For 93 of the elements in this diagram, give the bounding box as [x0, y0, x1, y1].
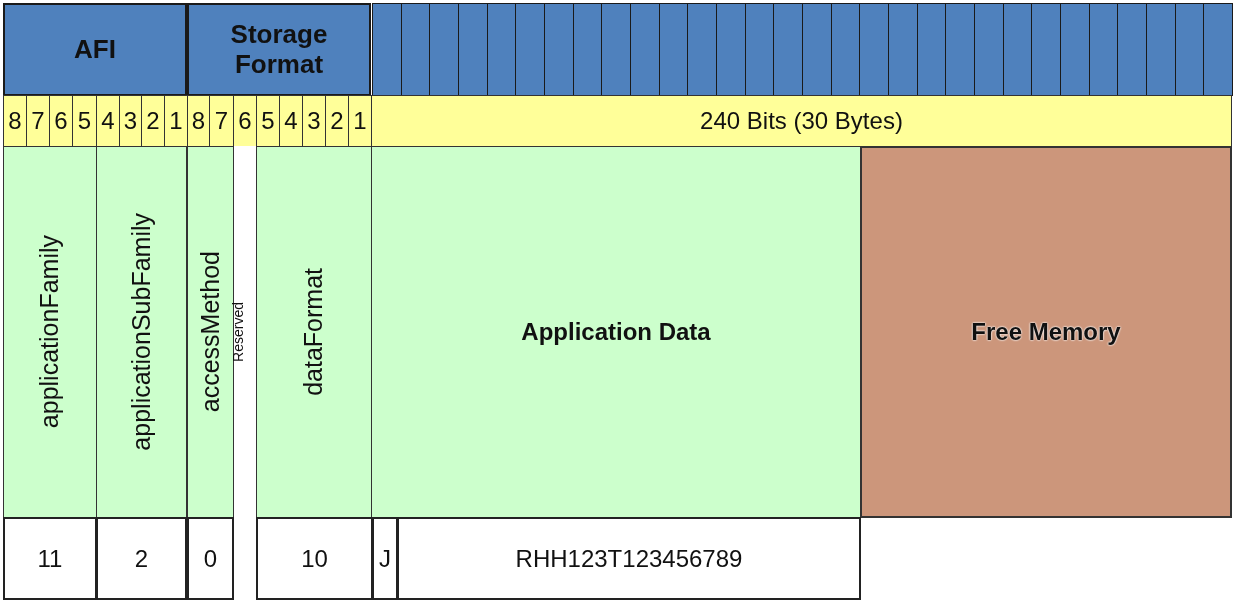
field-title: AFI — [73, 34, 117, 65]
value-text: 2 — [134, 543, 149, 574]
byte-cell — [429, 3, 459, 96]
area-label: Application Data — [521, 317, 711, 347]
byte-cell — [1174, 3, 1205, 96]
byte-cell — [1002, 3, 1033, 96]
data-area — [371, 146, 861, 518]
value-text: 0 — [203, 543, 218, 574]
bit-number — [209, 95, 234, 147]
byte-cell — [458, 3, 488, 96]
bit-number — [233, 95, 257, 147]
bit-number — [119, 95, 142, 147]
bit-count-bar — [371, 95, 1232, 147]
value-text: RHH123T123456789 — [515, 543, 743, 574]
value-cell — [187, 517, 234, 600]
field-column — [96, 146, 187, 518]
area-label: Free Memory — [971, 317, 1121, 347]
byte-cell — [658, 3, 689, 96]
bit-label: 4 — [101, 106, 115, 136]
field-column — [187, 146, 234, 518]
byte-cell — [1060, 3, 1090, 96]
value-cell — [3, 517, 97, 600]
bit-label: 3 — [123, 106, 138, 136]
free-memory-area — [860, 146, 1232, 518]
field-header — [187, 3, 371, 96]
byte-cell — [773, 3, 803, 96]
bit-label: 2 — [146, 106, 160, 136]
value-cell — [397, 517, 861, 600]
bit-label: 5 — [77, 106, 92, 136]
bit-label: 4 — [284, 106, 298, 136]
field-column — [3, 146, 97, 518]
byte-cell — [830, 3, 861, 96]
byte-cell — [744, 3, 775, 96]
bit-number — [96, 95, 120, 147]
byte-cell — [601, 3, 631, 96]
byte-cell — [572, 3, 603, 96]
byte-cell — [802, 3, 832, 96]
byte-cell — [372, 3, 402, 96]
field-name: accessMethod — [194, 251, 225, 413]
bit-label: 6 — [54, 106, 68, 136]
byte-cell — [974, 3, 1004, 96]
value-text: 10 — [301, 543, 328, 574]
bit-label: 3 — [307, 106, 321, 136]
bit-number — [325, 95, 349, 147]
value-text: 11 — [37, 543, 63, 574]
byte-cell — [1117, 3, 1147, 96]
bit-count-label: 240 Bits (30 Bytes) — [700, 106, 903, 136]
byte-cell — [716, 3, 746, 96]
field-column — [256, 146, 372, 518]
bit-number — [348, 95, 372, 147]
byte-cell — [400, 3, 431, 96]
bit-label: 5 — [261, 106, 275, 136]
byte-cell — [687, 3, 717, 96]
byte-cell — [486, 3, 517, 96]
bit-number — [279, 95, 303, 147]
byte-cell — [544, 3, 574, 96]
bit-label: 6 — [238, 106, 252, 136]
bit-label: 2 — [330, 106, 344, 136]
bit-number — [164, 95, 188, 147]
bit-number — [72, 95, 97, 147]
bit-number — [26, 95, 50, 147]
value-cell — [372, 517, 398, 600]
bit-number — [49, 95, 73, 147]
bit-label: 1 — [353, 106, 367, 136]
value-text: J — [379, 543, 391, 574]
byte-cell — [630, 3, 660, 96]
bit-number — [3, 95, 27, 147]
bit-label: 8 — [191, 106, 206, 136]
bit-label: 1 — [169, 106, 183, 136]
field-header — [3, 3, 187, 96]
bit-label: 7 — [31, 106, 45, 136]
value-cell — [256, 517, 373, 600]
field-name: dataFormat — [298, 268, 329, 396]
byte-cell — [1088, 3, 1119, 96]
byte-cell — [1203, 3, 1233, 96]
field-title: Storage Format — [229, 19, 329, 80]
bit-number — [256, 95, 280, 147]
bit-label: 8 — [8, 106, 22, 136]
bit-number — [302, 95, 326, 147]
bit-number — [187, 95, 210, 147]
byte-cell — [916, 3, 947, 96]
byte-cell — [515, 3, 545, 96]
field-name: applicationFamily — [34, 235, 65, 429]
value-cell — [96, 517, 187, 600]
bit-label: 7 — [214, 106, 229, 136]
byte-cell — [888, 3, 918, 96]
byte-cell — [1146, 3, 1176, 96]
byte-cell — [945, 3, 975, 96]
field-name: Reserved — [228, 302, 247, 362]
byte-cell — [1031, 3, 1061, 96]
byte-cell — [859, 3, 889, 96]
field-name: applicationSubFamily — [125, 213, 156, 451]
bit-number — [141, 95, 165, 147]
